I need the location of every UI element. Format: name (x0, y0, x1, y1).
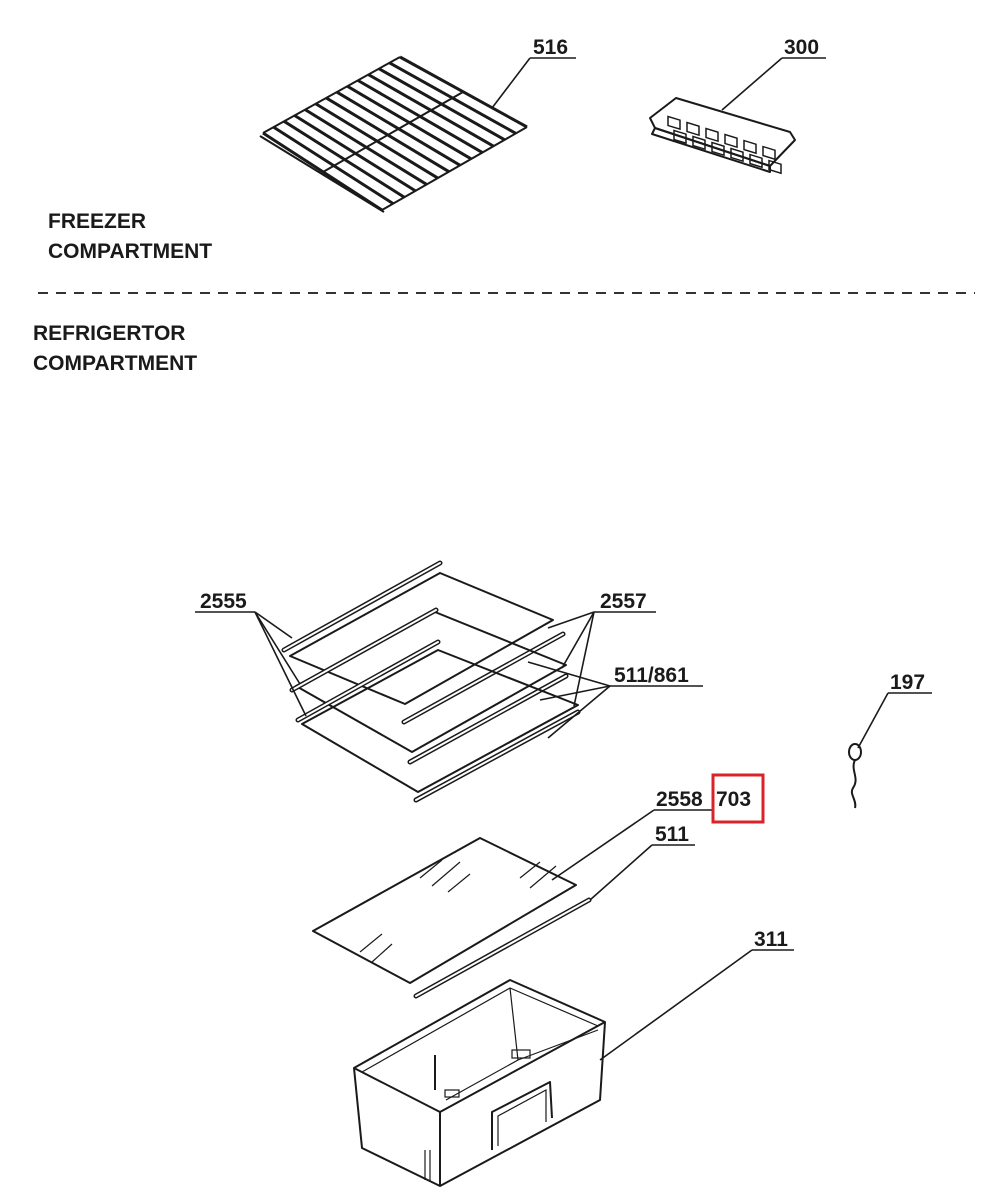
leader-311 (599, 949, 753, 1061)
leader-511 (589, 844, 653, 901)
crisper-cover-glass-2558 (312, 837, 592, 999)
label-2558: 2558 (656, 788, 703, 811)
refrigerator-title-line2: COMPARTMENT (33, 352, 197, 375)
freezer-title-line1: FREEZER (48, 210, 146, 233)
label-197: 197 (890, 671, 925, 694)
leader-516 (491, 57, 531, 109)
highlight-box-703 (711, 773, 765, 824)
leader-2557 (547, 611, 656, 707)
label-300: 300 (784, 36, 819, 59)
label-703: 703 (716, 788, 751, 811)
crisper-drawer-311 (353, 979, 606, 1187)
wire-shelf-516 (259, 55, 528, 213)
pin-197 (848, 743, 862, 809)
leader-2555 (195, 611, 307, 717)
leader-197 (857, 692, 889, 749)
freezer-title-line2: COMPARTMENT (48, 240, 212, 263)
label-516: 516 (533, 36, 568, 59)
glass-shelf-assembly (281, 560, 581, 803)
label-511: 511 (655, 823, 689, 846)
refrigerator-title-line1: REFRIGERTOR (33, 322, 185, 345)
leader-511-861 (527, 661, 703, 739)
label-511-861: 511/861 (614, 664, 689, 687)
label-311: 311 (754, 928, 788, 951)
label-2555: 2555 (200, 590, 247, 613)
label-2557: 2557 (600, 590, 647, 613)
leader-300 (721, 57, 783, 111)
ice-tray-300 (649, 97, 796, 175)
leader-2558 (551, 809, 655, 881)
